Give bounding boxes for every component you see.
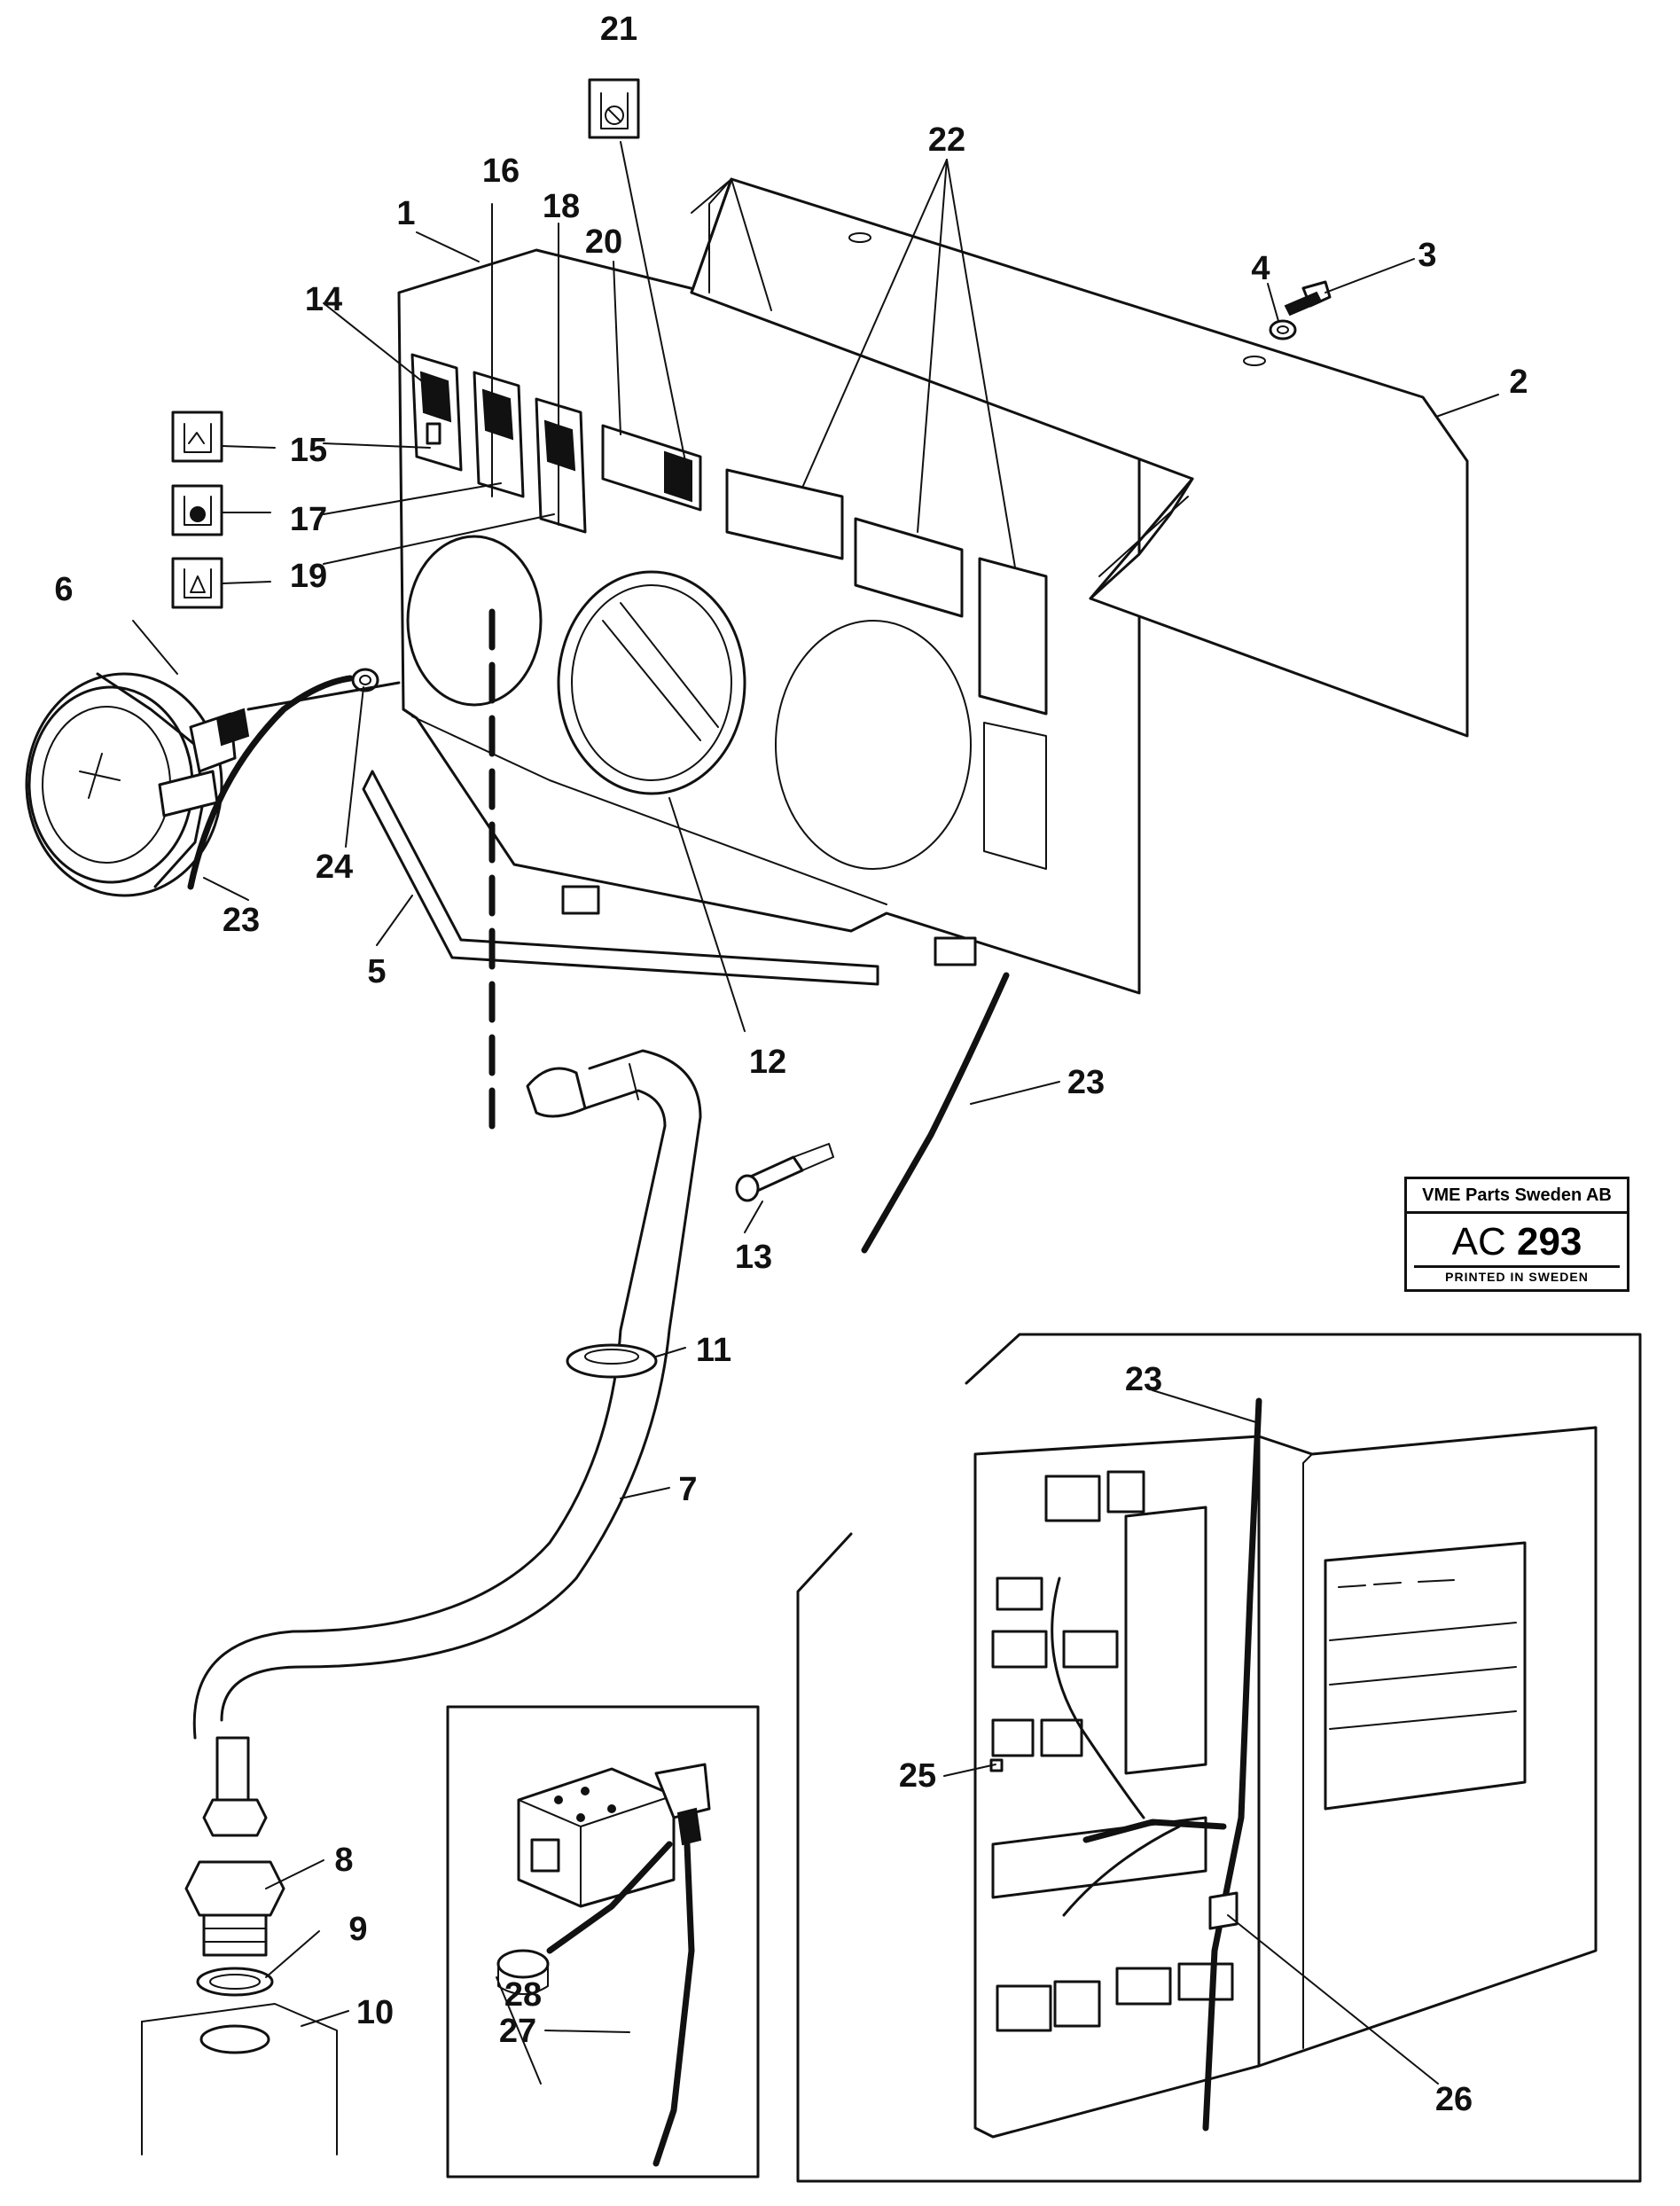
pressure-gauge bbox=[25, 672, 250, 897]
top-cover bbox=[690, 177, 1469, 738]
callout-17: 17 bbox=[290, 501, 327, 538]
fitting bbox=[184, 1736, 285, 1957]
callout-4: 4 bbox=[1251, 250, 1270, 287]
inset-sender bbox=[446, 1705, 760, 2179]
bulb bbox=[735, 1143, 834, 1202]
callout-11: 11 bbox=[696, 1332, 731, 1369]
company-name: VME Parts Sweden AB bbox=[1407, 1179, 1627, 1214]
callout-24: 24 bbox=[316, 849, 353, 886]
callout-9: 9 bbox=[348, 1911, 367, 1948]
code-prefix: AC bbox=[1451, 1220, 1506, 1263]
switch-16 bbox=[473, 371, 525, 498]
gauge-nut bbox=[351, 668, 379, 692]
callout-28: 28 bbox=[504, 1976, 542, 2014]
symbol-icon-15 bbox=[171, 411, 223, 463]
callout-15: 15 bbox=[290, 432, 327, 469]
callout-18: 18 bbox=[543, 188, 580, 225]
callout-13: 13 bbox=[735, 1239, 772, 1276]
callout-26: 26 bbox=[1435, 2081, 1473, 2118]
printed-note: PRINTED IN SWEDEN bbox=[1414, 1265, 1620, 1286]
screw bbox=[1284, 280, 1332, 317]
panel-clip bbox=[561, 885, 600, 915]
symbol-icon-21 bbox=[588, 78, 640, 139]
callout-23a: 23 bbox=[223, 902, 260, 939]
callout-6: 6 bbox=[54, 571, 73, 608]
indicator-lamp bbox=[601, 424, 702, 512]
callouts: 1 2 3 4 5 6 7 8 9 10 11 12 13 14 15 16 1… bbox=[54, 11, 1528, 2118]
drawing-code: AC 293 bbox=[1407, 1214, 1627, 1271]
symbol-icon-17 bbox=[171, 484, 223, 536]
callout-8: 8 bbox=[334, 1842, 353, 1879]
callout-23b: 23 bbox=[1067, 1064, 1105, 1101]
callout-5: 5 bbox=[367, 953, 386, 990]
hose bbox=[192, 608, 702, 1740]
leader-lines bbox=[132, 141, 1499, 2085]
callout-21: 21 bbox=[600, 11, 637, 48]
dash-panel bbox=[397, 248, 1141, 995]
inset-cabinet bbox=[796, 1333, 1642, 2183]
blank-plates bbox=[725, 468, 1048, 870]
callout-16: 16 bbox=[482, 153, 520, 190]
grommet bbox=[566, 1343, 658, 1379]
callout-25: 25 bbox=[899, 1757, 936, 1795]
code-number: 293 bbox=[1516, 1220, 1582, 1263]
sealing-washer bbox=[196, 1967, 274, 1997]
callout-20: 20 bbox=[585, 223, 622, 261]
wires bbox=[187, 675, 1010, 1254]
engine-block bbox=[141, 2003, 338, 2155]
callout-7: 7 bbox=[678, 1471, 697, 1508]
callout-12: 12 bbox=[749, 1044, 786, 1081]
callout-10: 10 bbox=[356, 1994, 394, 2031]
switch-18 bbox=[535, 397, 587, 534]
callout-22: 22 bbox=[928, 121, 965, 159]
callout-3: 3 bbox=[1418, 237, 1436, 274]
washer bbox=[1269, 319, 1297, 340]
bracket-rod bbox=[362, 770, 879, 986]
callout-23c: 23 bbox=[1125, 1361, 1162, 1398]
symbol-icon-19 bbox=[171, 557, 223, 609]
switch-14 bbox=[410, 353, 463, 472]
title-block: VME Parts Sweden AB AC 293 PRINTED IN SW… bbox=[1404, 1177, 1629, 1292]
callout-1: 1 bbox=[396, 195, 415, 232]
panel-clip-lower bbox=[934, 936, 977, 966]
callout-14: 14 bbox=[305, 281, 342, 318]
gauge-openings bbox=[406, 535, 972, 870]
callout-2: 2 bbox=[1509, 364, 1528, 401]
callout-19: 19 bbox=[290, 558, 327, 595]
callout-27: 27 bbox=[499, 2013, 536, 2050]
